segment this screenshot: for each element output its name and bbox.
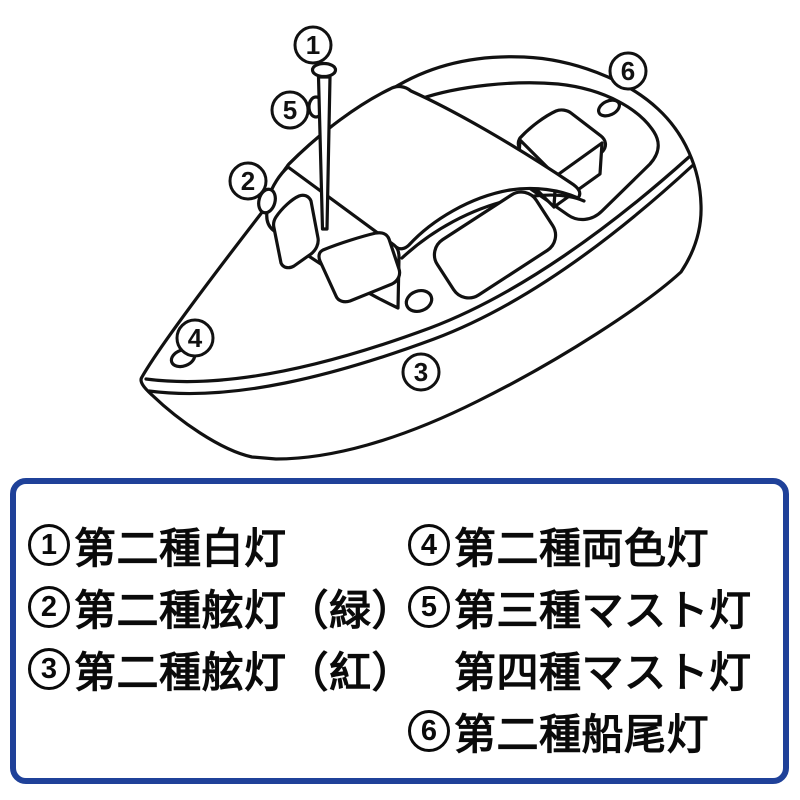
sheer-line-upper	[144, 155, 691, 384]
legend-item-label: 第二種船尾灯	[454, 710, 710, 758]
marker-label: 5	[283, 95, 297, 125]
marker-circle	[228, 161, 268, 201]
legend-item: 6 第二種船尾灯	[408, 700, 752, 762]
legend-item-label: 第三種マスト灯	[454, 586, 752, 634]
boat-diagram: 1 2 3 4 5 6	[139, 25, 703, 461]
cabin-roof	[285, 84, 582, 251]
legend-item-label: 第二種白灯	[74, 524, 287, 572]
marker-label: 3	[414, 357, 428, 387]
starboard-sidelight	[257, 187, 277, 215]
legend-item-label: 第二種両色灯	[454, 524, 710, 572]
marker-circle	[608, 51, 648, 91]
legend-item: 3 第二種舷灯（紅）	[28, 638, 414, 700]
legend-item: 2 第二種舷灯（緑）	[28, 576, 414, 638]
marker-4: 4	[175, 318, 215, 358]
side-window	[432, 190, 558, 300]
marker-6: 6	[608, 51, 648, 91]
marker-1: 1	[293, 25, 333, 65]
legend-item: 第四種マスト灯	[408, 638, 752, 700]
circled-number: 6	[408, 710, 450, 752]
marker-label: 4	[188, 323, 203, 353]
marker-5: 5	[270, 90, 310, 130]
legend-item-label: 第四種マスト灯	[454, 648, 752, 696]
marker-3: 3	[401, 352, 441, 392]
marker-circle	[175, 318, 215, 358]
marker-circle	[401, 352, 441, 392]
marker-2: 2	[228, 161, 268, 201]
circled-number: 4	[408, 524, 450, 566]
front-window-right	[317, 231, 402, 304]
circled-number: 1	[28, 524, 70, 566]
legend-item: 1 第二種白灯	[28, 514, 414, 576]
circled-number: 2	[28, 586, 70, 628]
port-sidelight	[404, 289, 434, 313]
legend-column-right: 4 第二種両色灯 5 第三種マスト灯 第四種マスト灯 6 第二種船尾灯	[408, 514, 752, 762]
marker-label: 2	[241, 166, 255, 196]
legend-item: 5 第三種マスト灯	[408, 576, 752, 638]
marker-label: 1	[306, 30, 320, 60]
circled-number: 5	[408, 586, 450, 628]
stern-light	[597, 98, 621, 118]
legend-item: 4 第二種両色灯	[408, 514, 752, 576]
legend-box: 1 第二種白灯 2 第二種舷灯（緑） 3 第二種舷灯（紅） 4 第二種両色灯 5…	[10, 478, 789, 784]
circled-number: 3	[28, 648, 70, 690]
front-window-left	[272, 193, 320, 270]
sheer-line-lower	[147, 164, 694, 396]
legend-item-label: 第二種舷灯（緑）	[74, 586, 415, 634]
legend-item-label: 第二種舷灯（紅）	[74, 648, 415, 696]
mast-top-light	[310, 61, 338, 79]
legend-column-left: 1 第二種白灯 2 第二種舷灯（緑） 3 第二種舷灯（紅）	[28, 514, 414, 700]
marker-circle	[293, 25, 333, 65]
marker-circle	[270, 90, 310, 130]
marker-label: 6	[621, 56, 635, 86]
